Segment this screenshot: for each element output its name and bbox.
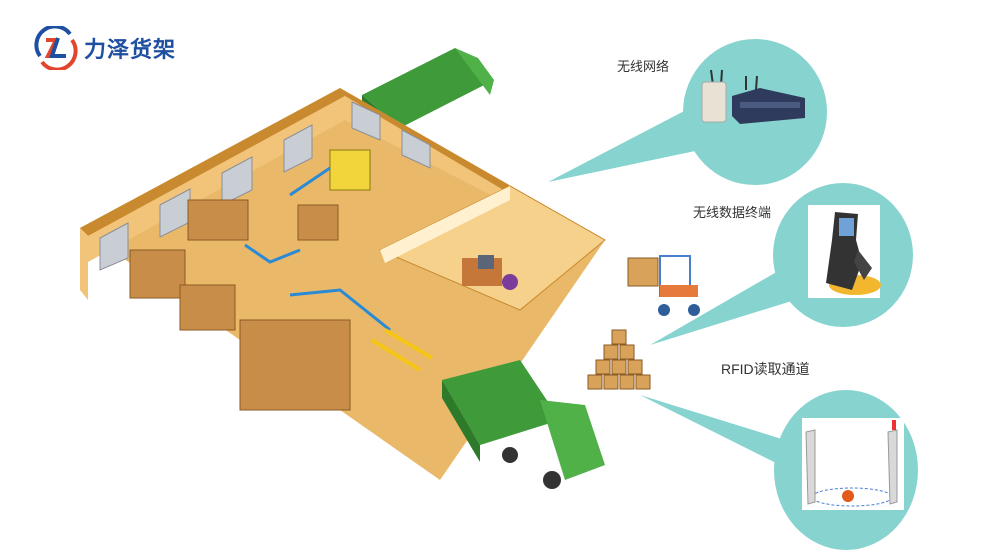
label-handheld-terminal: 无线数据终端 <box>693 206 772 221</box>
rfid-gate-icon <box>802 418 904 510</box>
brand-name: 力泽货架 <box>84 38 177 63</box>
truck-bottom <box>442 360 605 489</box>
label-rfid-gate: RFID读取通道 <box>721 361 810 377</box>
callout-rfid-gate <box>640 390 918 550</box>
callout-wireless-network <box>548 39 827 185</box>
callout-handheld-terminal <box>650 183 913 345</box>
handheld-terminal-icon <box>808 205 881 298</box>
brand-logo-icon <box>34 26 78 70</box>
box-pile-icon <box>587 329 651 390</box>
label-wireless-network: 无线网络 <box>617 60 670 75</box>
forklift-icon <box>627 255 700 316</box>
brand-logo: 力泽货架 <box>34 26 176 70</box>
wireless-router-icon <box>701 69 805 124</box>
